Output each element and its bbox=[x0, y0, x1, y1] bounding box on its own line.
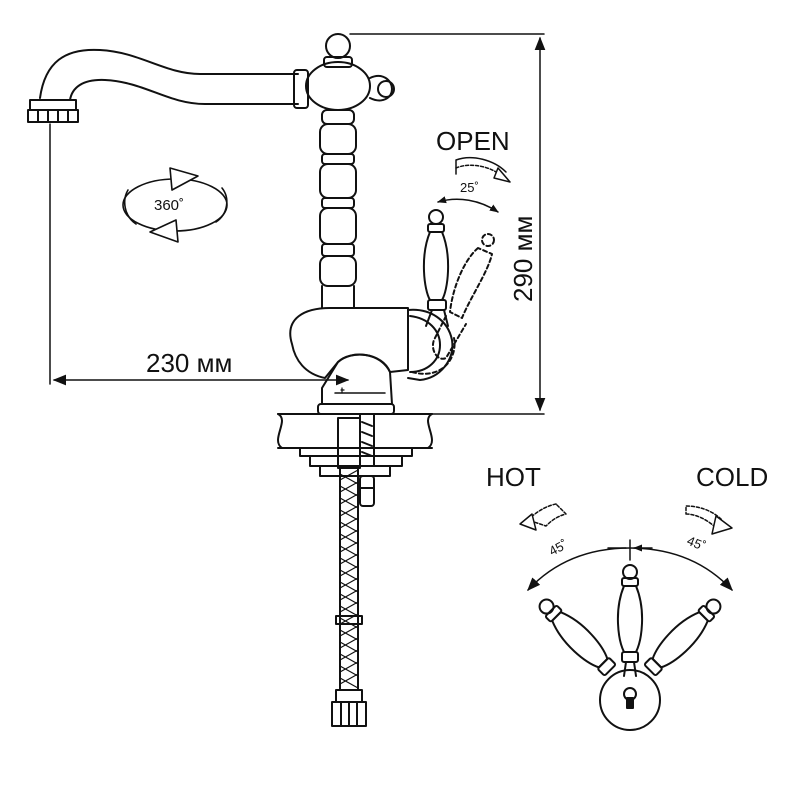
spout bbox=[27, 48, 309, 123]
reach-dimension bbox=[49, 123, 350, 386]
hot-label: HOT bbox=[486, 462, 541, 492]
hot-cold-detail bbox=[519, 503, 733, 731]
lever-handle bbox=[422, 209, 450, 327]
height-dimension bbox=[349, 33, 546, 415]
cold-angle-label: 45˚ bbox=[685, 533, 708, 554]
cold-label: COLD bbox=[696, 462, 768, 492]
body-column bbox=[289, 33, 454, 415]
reach-label: 230 мм bbox=[146, 348, 232, 378]
lever-handle-open-position bbox=[411, 233, 495, 375]
countertop bbox=[277, 413, 433, 507]
rotation-360-icon bbox=[122, 167, 228, 243]
rotation-label: 360˚ bbox=[154, 197, 184, 214]
open-rotation-indicator bbox=[437, 156, 511, 213]
open-angle-label: 25˚ bbox=[460, 180, 479, 195]
height-label: 290 мм bbox=[508, 216, 538, 302]
hot-angle-label: 45˚ bbox=[546, 537, 570, 559]
flex-hose bbox=[331, 417, 367, 727]
open-label: OPEN bbox=[436, 126, 510, 156]
